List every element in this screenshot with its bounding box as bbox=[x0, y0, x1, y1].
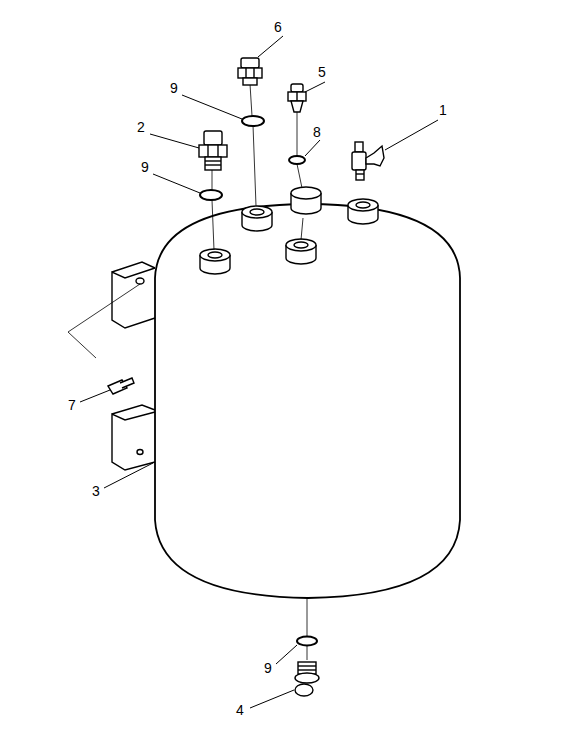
callout-number: 8 bbox=[312, 125, 322, 139]
bolt-7 bbox=[108, 378, 134, 394]
fitting-2 bbox=[199, 131, 227, 170]
callout-number: 3 bbox=[91, 484, 101, 498]
callout-number: 6 bbox=[273, 20, 283, 34]
fitting-5 bbox=[288, 84, 306, 112]
callout-number: 1 bbox=[438, 103, 448, 117]
fitting-6 bbox=[238, 58, 262, 85]
washer-9 bbox=[242, 116, 264, 126]
lower-bracket bbox=[112, 412, 155, 470]
upper-bracket-top bbox=[112, 262, 155, 272]
callout-number: 9 bbox=[140, 160, 150, 174]
bracket-hole bbox=[137, 450, 143, 455]
callout-number: 9 bbox=[169, 81, 179, 95]
callout-number: 5 bbox=[317, 65, 327, 79]
callout-number: 2 bbox=[136, 120, 146, 134]
washer-8 bbox=[289, 156, 305, 164]
tank-body bbox=[155, 204, 460, 598]
callout-number: 4 bbox=[235, 703, 245, 717]
drain-cock-1 bbox=[352, 142, 384, 180]
washer-9 bbox=[297, 637, 317, 646]
callout-number: 9 bbox=[263, 661, 273, 675]
lower-bracket-top bbox=[112, 405, 155, 414]
bracket-hole bbox=[136, 278, 144, 284]
assembly-lines bbox=[68, 84, 307, 660]
drain-plug-4 bbox=[295, 662, 319, 696]
callout-number: 7 bbox=[67, 398, 77, 412]
washer-9 bbox=[200, 190, 222, 200]
leader-lines bbox=[80, 36, 438, 708]
tank-bosses bbox=[200, 187, 378, 274]
